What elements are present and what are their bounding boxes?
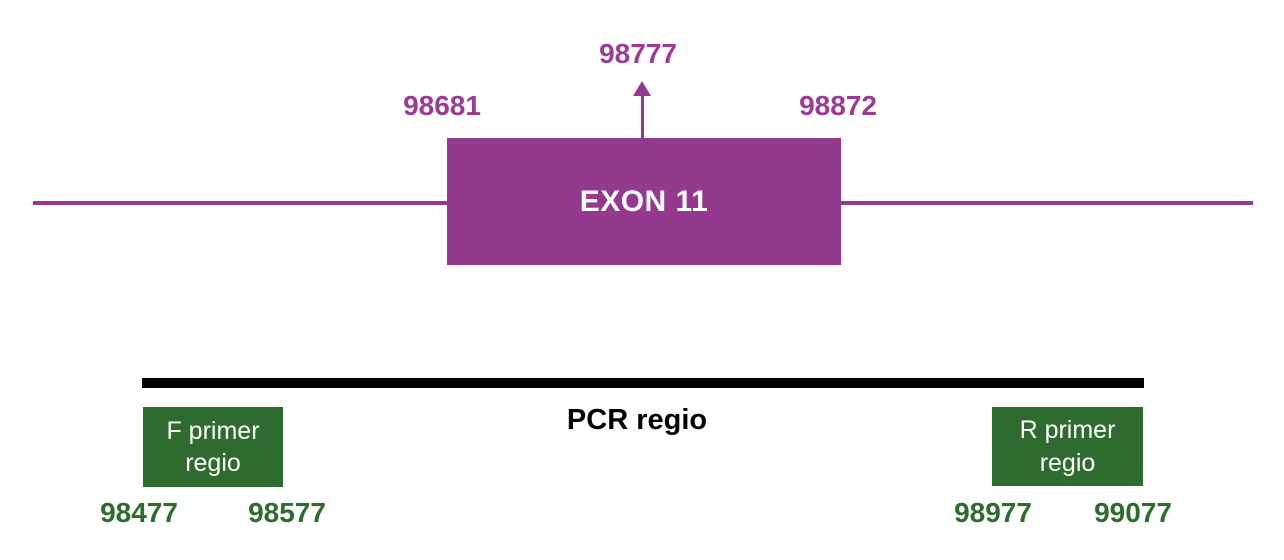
r-primer-start-label: 98977 — [954, 497, 1032, 528]
up-arrow-shaft — [641, 95, 644, 138]
r-primer-label-line2: regio — [1039, 448, 1096, 477]
r-primer-end-label: 99077 — [1094, 497, 1172, 528]
pcr-region-label: PCR regio — [566, 404, 708, 436]
f-primer-end-label: 98577 — [248, 497, 326, 528]
pcr-region-bar — [142, 378, 1144, 388]
exon-label: EXON 11 — [579, 184, 709, 218]
exon-box: EXON 11 — [447, 138, 841, 265]
f-primer-box: F primer regio — [143, 407, 283, 487]
f-primer-label-line2: regio — [185, 449, 241, 477]
r-primer-label-line1: R primer — [1019, 416, 1116, 444]
up-arrow-icon — [633, 81, 651, 96]
exon-end-label: 98872 — [799, 90, 877, 121]
exon-start-label: 98681 — [403, 90, 481, 121]
f-primer-label-line1: F primer — [166, 416, 260, 445]
variant-position-label: 98777 — [599, 38, 677, 69]
r-primer-box: R primer regio — [992, 407, 1143, 486]
f-primer-start-label: 98477 — [100, 497, 178, 528]
